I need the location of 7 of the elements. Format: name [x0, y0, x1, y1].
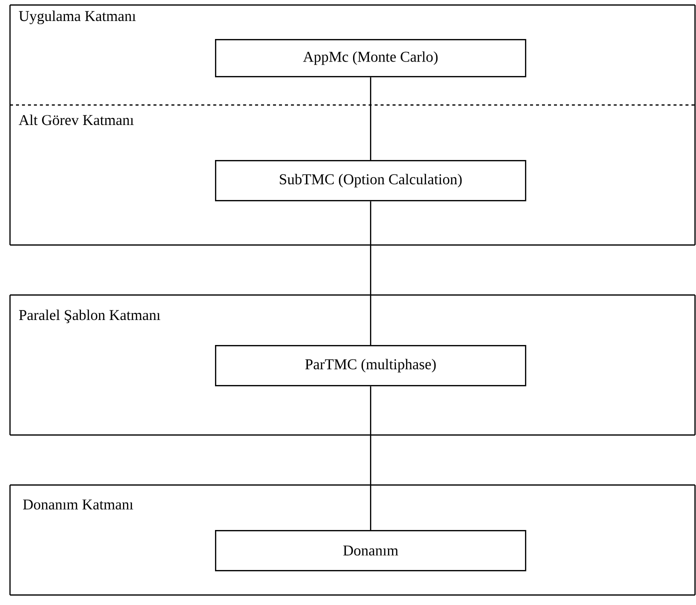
connector-line [370, 201, 372, 345]
process-box: AppMc (Monte Carlo) [215, 39, 526, 78]
connector-line [370, 77, 372, 160]
process-box: ParTMC (multiphase) [215, 345, 526, 386]
process-box: Donanım [215, 530, 526, 572]
process-box: SubTMC (Option Calculation) [215, 160, 526, 202]
connector-line [370, 386, 372, 530]
